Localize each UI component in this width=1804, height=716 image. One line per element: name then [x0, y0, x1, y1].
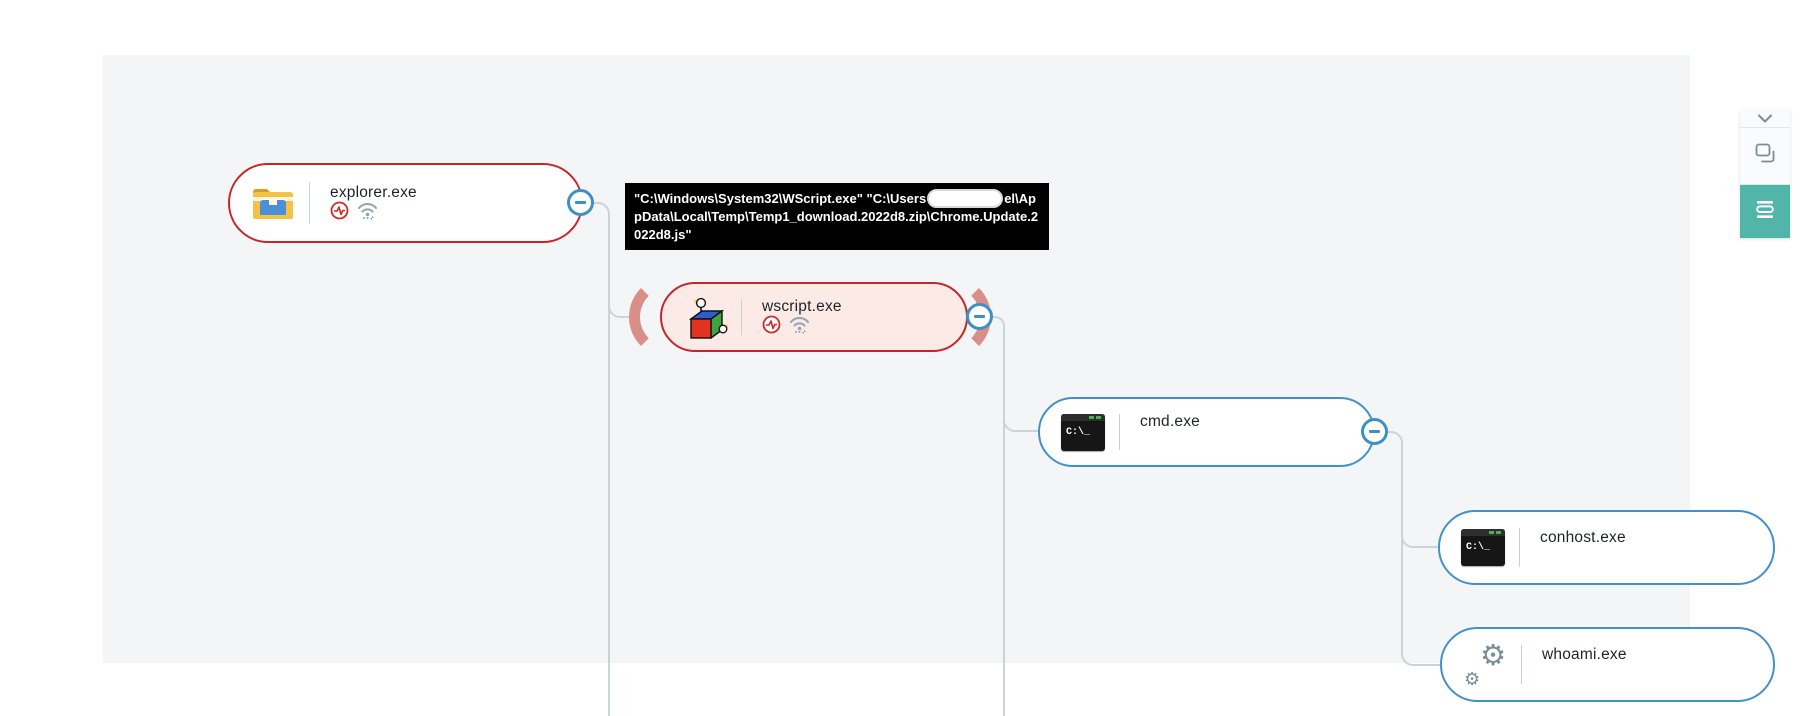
node-divider: [1119, 413, 1120, 451]
process-name-label: explorer.exe: [330, 184, 417, 201]
toolbar-overlap-windows-button[interactable]: [1740, 128, 1790, 185]
process-name-label: cmd.exe: [1140, 413, 1200, 430]
overlap-windows-icon: [1755, 143, 1776, 169]
node-divider: [1521, 644, 1522, 685]
gears-icon: ⚙⚙: [1464, 637, 1506, 690]
minus-icon: [974, 315, 985, 318]
collapse-button-explorer[interactable]: [567, 189, 594, 216]
node-divider: [1519, 527, 1520, 568]
connector-explorer-children: [593, 202, 610, 716]
folder-icon: [249, 186, 297, 221]
connector-branch-conhost: [1401, 532, 1438, 548]
toolbar-list-view-button[interactable]: [1740, 185, 1790, 238]
connector-branch-cmd: [1003, 416, 1038, 432]
process-node-cmd[interactable]: C:\_ cmd.exe: [1038, 397, 1375, 467]
alert-arc-left: [629, 276, 711, 358]
process-name-label: wscript.exe: [762, 298, 842, 315]
node-divider: [741, 298, 742, 336]
process-tree-canvas[interactable]: explorer.exe: [103, 55, 1790, 716]
process-node-whoami[interactable]: ⚙⚙ whoami.exe: [1440, 627, 1775, 702]
network-activity-icon: [357, 200, 380, 225]
process-name-label: conhost.exe: [1540, 528, 1626, 546]
list-view-icon: [1754, 200, 1776, 223]
toolbar-chevron-button[interactable]: [1740, 110, 1790, 128]
connector-branch-wscript: [608, 302, 636, 318]
chevron-down-icon: [1757, 110, 1773, 128]
command-line-text-continued: el\AppData\Local\Temp\Temp1_download.202…: [634, 191, 1039, 242]
node-divider: [309, 182, 310, 224]
network-activity-icon: [789, 314, 812, 339]
connector-cmd-children: [1387, 431, 1403, 652]
process-node-explorer[interactable]: explorer.exe: [228, 163, 583, 243]
wscript-cube-icon: [681, 295, 729, 339]
terminal-icon-text: C:\_: [1066, 426, 1091, 438]
command-line-text: "C:\Windows\System32\WScript.exe" "C:\Us…: [634, 191, 927, 206]
collapse-button-cmd[interactable]: [1361, 418, 1388, 445]
alert-activity-icon: [762, 315, 781, 339]
minus-icon: [1369, 430, 1380, 433]
process-node-conhost[interactable]: C:\_ conhost.exe: [1438, 510, 1775, 585]
connector-branch-whoami: [1401, 650, 1440, 666]
minus-icon: [575, 201, 586, 204]
redaction-box: [927, 189, 1004, 208]
process-name-label: whoami.exe: [1542, 645, 1627, 663]
view-toolbar: [1740, 110, 1790, 238]
alert-activity-icon: [330, 201, 349, 225]
terminal-icon-text: C:\_: [1466, 542, 1491, 553]
terminal-icon: C:\_: [1059, 413, 1107, 451]
command-line-tooltip: "C:\Windows\System32\WScript.exe" "C:\Us…: [625, 183, 1049, 250]
terminal-icon: C:\_: [1459, 529, 1507, 566]
collapse-button-wscript[interactable]: [966, 303, 993, 330]
connector-wscript-children: [993, 316, 1005, 716]
process-node-wscript[interactable]: wscript.exe: [660, 282, 968, 352]
